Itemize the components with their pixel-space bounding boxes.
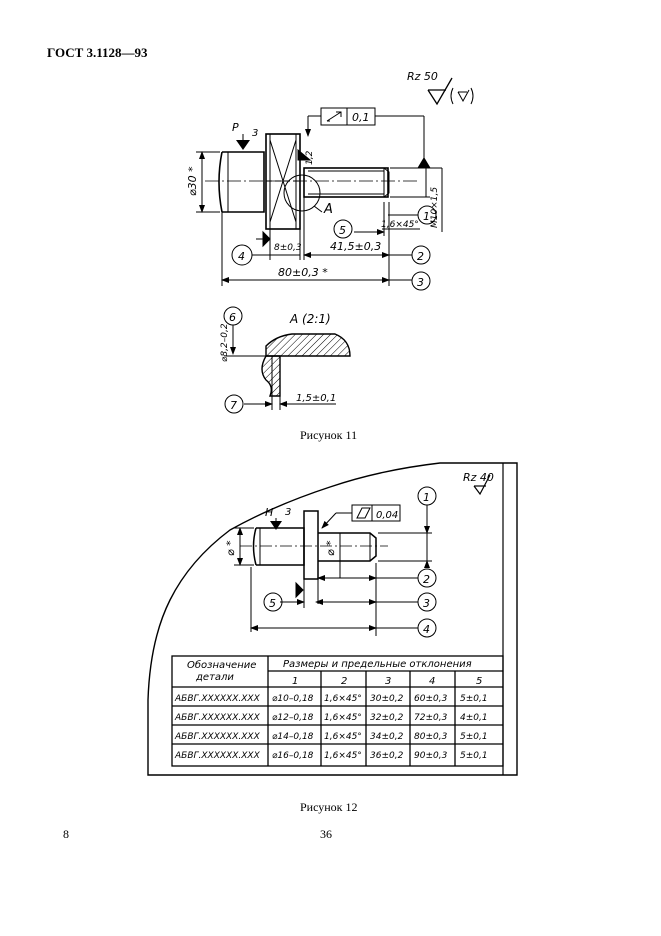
- mark-5: 5: [339, 224, 346, 237]
- th-group: Размеры и предельные отклонения: [283, 659, 472, 670]
- cell: 1,6×45°: [324, 713, 362, 723]
- cell: 80±0,3: [414, 732, 448, 742]
- cell: 90±0,3: [414, 751, 448, 761]
- dim-80: 80±0,3 *: [278, 266, 328, 279]
- th-num-1: 1: [292, 676, 298, 687]
- mark-4: 4: [238, 250, 245, 263]
- f12-mark-2: 2: [423, 573, 430, 586]
- table-row: АБВГ.XXXXXX.XXX ⌀10–0,18 1,6×45° 30±0,2 …: [174, 694, 488, 704]
- base-num: 3: [252, 128, 258, 139]
- cell: ⌀12–0,18: [272, 713, 314, 723]
- cell: 36±0,2: [370, 751, 404, 761]
- dim-41: 41,5±0,3: [330, 240, 381, 253]
- cell: 1,6×45°: [324, 694, 362, 704]
- f12-mark-5: 5: [269, 597, 276, 610]
- mark-3: 3: [417, 276, 424, 289]
- figure-12-drawing: Rz 40 Н 3 0,04 ⌀ * ⌀ *: [147, 462, 518, 776]
- f12-phi-inner: ⌀ *: [324, 540, 337, 556]
- cell: ⌀16–0,18: [272, 751, 314, 761]
- cell: 5±0,1: [460, 694, 488, 704]
- th-num-5: 5: [476, 676, 482, 687]
- f12-base-num: 3: [285, 507, 291, 518]
- cell: 30±0,2: [370, 694, 404, 704]
- cell: АБВГ.XXXXXX.XXX: [174, 732, 261, 742]
- table-row: АБВГ.XXXXXX.XXX ⌀12–0,18 1,6×45° 32±0,2 …: [174, 713, 488, 723]
- roughness-label: Rz 50: [407, 70, 438, 83]
- cell: ⌀10–0,18: [272, 694, 314, 704]
- cell: 5±0,1: [460, 732, 488, 742]
- detail-len: 1,5±0,1: [296, 393, 336, 404]
- detail-title: А (2:1): [289, 312, 331, 326]
- base-letter: Р: [232, 121, 239, 134]
- dim-dia: ⌀30 *: [186, 166, 199, 196]
- dim-thread: М10×1,5: [430, 187, 440, 228]
- f12-mark-1: 1: [423, 491, 430, 504]
- cell: АБВГ.XXXXXX.XXX: [174, 694, 261, 704]
- f12-tolerance: 0,04: [376, 510, 398, 521]
- figure-11-drawing: Rz 50 0,1 Р 3: [186, 70, 474, 414]
- cell: 5±0,1: [460, 751, 488, 761]
- f12-mark-4: 4: [423, 623, 430, 636]
- mark-2: 2: [417, 250, 424, 263]
- th-num-3: 3: [385, 676, 391, 687]
- detail-label: А: [323, 202, 333, 217]
- cell: 32±0,2: [370, 713, 404, 723]
- mark-6: 6: [229, 311, 236, 324]
- figure-12-caption: Рисунок 12: [300, 800, 358, 814]
- th-num-2: 2: [341, 676, 347, 687]
- cell: 1,6×45°: [324, 751, 362, 761]
- cell: 1,6×45°: [324, 732, 362, 742]
- mark-7: 7: [230, 399, 237, 412]
- dim-8: 8±0,3: [274, 243, 302, 253]
- f12-mark-3: 3: [423, 597, 430, 610]
- cell: 60±0,3: [414, 694, 448, 704]
- page-number-left: 8: [63, 827, 69, 841]
- chamfer-r: 1,2: [305, 150, 315, 165]
- dim-chamfer: 1,6×45°: [381, 220, 419, 230]
- cell: 72±0,3: [414, 713, 448, 723]
- mark-1: 1: [423, 210, 430, 223]
- f12-phi-left: ⌀ *: [224, 540, 237, 556]
- table-body: АБВГ.XXXXXX.XXX ⌀10–0,18 1,6×45° 30±0,2 …: [174, 694, 488, 761]
- cell: 34±0,2: [370, 732, 404, 742]
- table-row: АБВГ.XXXXXX.XXX ⌀14–0,18 1,6×45° 34±0,2 …: [174, 732, 488, 742]
- f12-roughness: Rz 40: [463, 471, 494, 484]
- table-row: АБВГ.XXXXXX.XXX ⌀16–0,18 1,6×45° 36±0,2 …: [174, 751, 488, 761]
- document-header: ГОСТ 3.1128—93: [47, 45, 148, 60]
- cell: ⌀14–0,18: [272, 732, 314, 742]
- f12-base-letter: Н: [265, 506, 273, 519]
- page-number-center: 36: [320, 827, 332, 841]
- detail-dia: ⌀8,2–0,2: [220, 323, 230, 362]
- dimensions-table: [171, 655, 504, 767]
- cell: АБВГ.XXXXXX.XXX: [174, 713, 261, 723]
- figure-11-caption: Рисунок 11: [300, 428, 358, 442]
- tolerance-value: 0,1: [352, 111, 370, 124]
- th-num-4: 4: [429, 676, 435, 687]
- th-designation-2: детали: [195, 672, 234, 683]
- cell: 4±0,1: [460, 713, 488, 723]
- cell: АБВГ.XXXXXX.XXX: [174, 751, 261, 761]
- th-designation-1: Обозначение: [187, 659, 256, 671]
